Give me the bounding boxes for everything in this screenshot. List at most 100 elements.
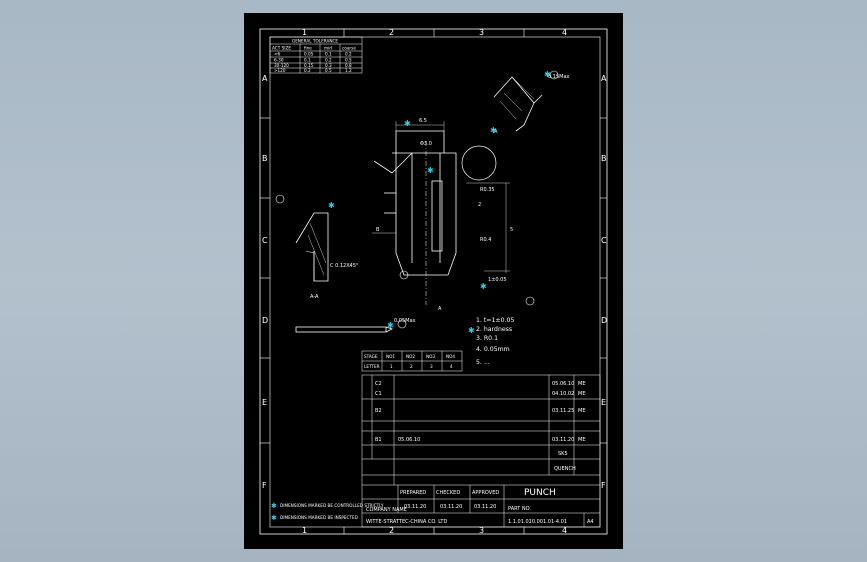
section-a-a-view (295, 212, 329, 282)
dimension-5: 5 (510, 227, 513, 233)
approved-date: 03.11.20 (474, 504, 496, 510)
dimension-phi: Φ3.0 (420, 141, 432, 147)
dimension-2: 2 (478, 202, 481, 208)
stage-cell: 1 (390, 364, 393, 369)
col-label-top-2: 2 (389, 28, 394, 37)
stage-header-2: NO2 (406, 354, 415, 359)
tech-note-2: 2. hardness (476, 326, 512, 333)
dimension-1: 1±0.05 (488, 277, 507, 283)
title-block (361, 374, 601, 528)
prepared-by: PREPARED (400, 490, 426, 496)
dimension-r04: R0.4 (480, 237, 491, 243)
material: SK5 (558, 451, 568, 457)
revision-code: C1 (375, 391, 382, 397)
mid-date: 05.06.10 (398, 437, 420, 443)
row-label-right-b: B (601, 154, 607, 163)
tolerance-cell: 6-30 (274, 58, 284, 63)
critical-mark-icon: ✱ (328, 201, 335, 210)
col-label-top-4: 4 (562, 28, 567, 37)
tolerance-cell: 0.3 (325, 63, 332, 68)
flag-note-inspect: DIMENSIONS MARKED BE INSPECTED (280, 515, 358, 520)
revision-sign: ME (578, 408, 585, 414)
tolerance-header-3: coarse (342, 46, 356, 51)
flag-note-strict: DIMENSIONS MARKED BE CONTROLLED STRICTLY (280, 503, 384, 508)
tolerance-cell: 0.2 (345, 52, 352, 57)
revision-date: 04.10.02 (552, 391, 574, 397)
paper-size: A4 (587, 519, 594, 525)
tolerance-cell: <6 (274, 52, 281, 57)
stage-cell: 3 (430, 364, 433, 369)
tolerance-cell: 0.05 (304, 52, 314, 57)
section-label: A-A (310, 294, 319, 300)
tolerance-cell: 0.1 (304, 58, 311, 63)
tolerance-cell: 1.2 (345, 68, 352, 73)
company-name: COMPANY NAME (366, 507, 407, 513)
tech-note-3: 3. R0.1 (476, 335, 498, 342)
strict-flag-icon: ✱ (271, 502, 277, 510)
checked-by: CHECKED (436, 490, 460, 496)
checked-date: 03.11.20 (440, 504, 462, 510)
tolerance-cell: 0.2 (304, 68, 311, 73)
tip-note: 0.15Max (548, 74, 570, 80)
revision-date: 03.11.25 (552, 408, 574, 414)
tolerance-table (269, 36, 363, 74)
finish: QUENCH (554, 466, 576, 472)
row-label-right-e: E (601, 398, 606, 407)
critical-mark-icon: ✱ (544, 70, 551, 79)
critical-mark-icon: ✱ (480, 282, 487, 291)
dimension-lines (372, 121, 510, 273)
stage-header-4: NO4 (446, 354, 455, 359)
dimension-height: 6.5 (419, 118, 427, 124)
stage-header-1: NO1 (386, 354, 395, 359)
datum-b: B (376, 227, 380, 233)
col-label-bottom-1: 1 (302, 526, 307, 535)
stage-cell: LETTER (364, 364, 380, 369)
tolerance-cell: 0.2 (325, 58, 332, 63)
row-label-left-f: F (262, 481, 267, 490)
stage-table (361, 350, 463, 372)
stage-header-3: NO3 (426, 354, 435, 359)
stage-cell: 4 (450, 364, 453, 369)
tolerance-cell: 30-120 (274, 63, 289, 68)
col-label-bottom-4: 4 (562, 526, 567, 535)
tolerance-cell: >120 (274, 68, 286, 73)
edge-note: 0.05Max (394, 318, 416, 324)
inspect-flag-icon: ✱ (271, 514, 277, 522)
col-label-bottom-2: 2 (389, 526, 394, 535)
main-part-view (373, 130, 497, 305)
tech-note-5: 5. ... (476, 359, 490, 366)
revision-sign: ME (578, 381, 585, 387)
dimension-r035: R0.35 (480, 187, 495, 193)
callout-circles (275, 70, 559, 329)
tech-note-1: 1. t=1±0.05 (476, 317, 514, 324)
row-label-right-f: F (601, 481, 606, 490)
critical-mark-icon: ✱ (468, 326, 475, 335)
critical-marks: ✱ ✱ ✱ ✱ ✱ ✱ ✱ ✱ (328, 70, 551, 335)
revision-code: B1 (375, 437, 382, 443)
tolerance-header-0: ACT SIZE (272, 46, 291, 51)
critical-mark-icon: ✱ (387, 321, 394, 330)
critical-mark-icon: ✱ (404, 119, 411, 128)
row-label-right-d: D (601, 316, 607, 325)
revision-date: 05.06.10 (552, 381, 574, 387)
col-label-top-3: 3 (479, 28, 484, 37)
tolerance-cell: 0.5 (325, 68, 332, 73)
stage-header-0: STAGE (364, 354, 378, 359)
col-label-bottom-3: 3 (479, 526, 484, 535)
part-number: 1.1.01.010.001.01-4.01 (508, 519, 567, 525)
drawing-sheet: 1 2 3 4 1 2 3 4 A B C D E F A B C D E F … (244, 13, 623, 549)
col-label-top-1: 1 (302, 28, 307, 37)
revision-code: B2 (375, 408, 382, 414)
tolerance-cell: 0.8 (345, 63, 352, 68)
edge-detail-view (295, 326, 394, 333)
revision-code: C2 (375, 381, 382, 387)
zone-ticks (260, 29, 607, 534)
outer-frame (259, 28, 608, 535)
critical-mark-icon: ✱ (490, 126, 497, 135)
company-name-en: WITTE-STRATTEC-CHINA CO. LTD (366, 519, 447, 525)
part-no-label: PART NO. (508, 506, 531, 512)
row-label-left-e: E (262, 398, 267, 407)
revision-date: 03.11.20 (552, 437, 574, 443)
tolerance-title: GENERAL TOLERANCE (292, 39, 338, 44)
section-label-a-bottom: A (438, 306, 442, 312)
